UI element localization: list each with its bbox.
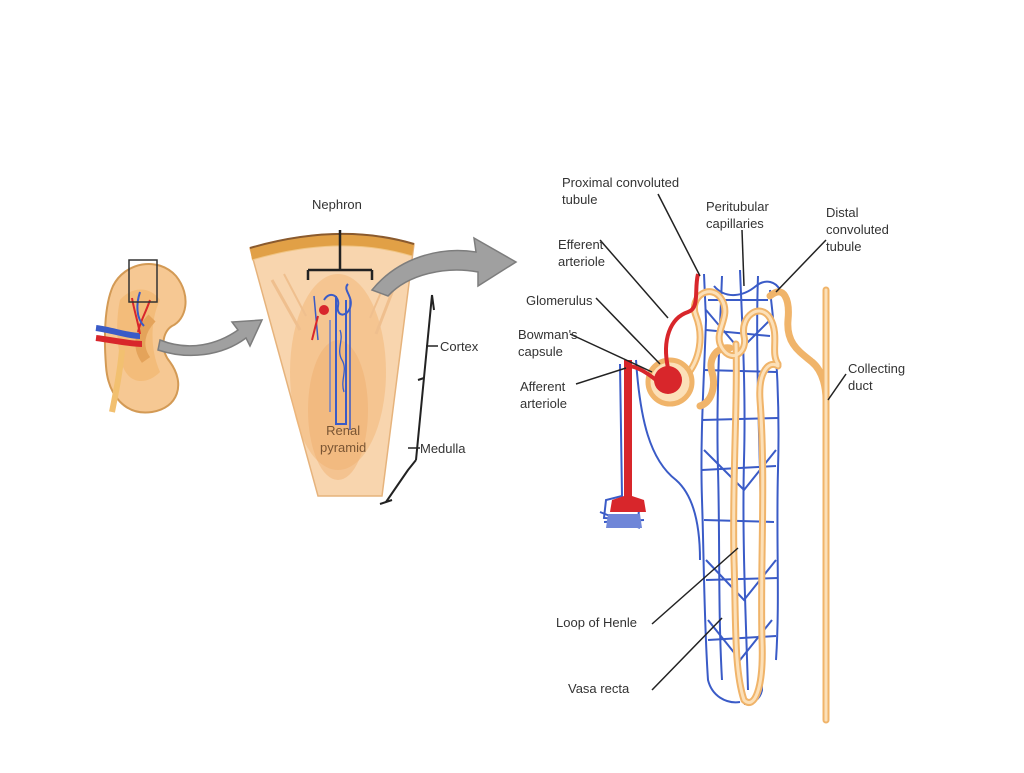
nephron-detail — [569, 193, 847, 724]
label-loop-of-henle: Loop of Henle — [556, 615, 637, 630]
label-bowmans-capsule: Bowman's capsule — [518, 327, 578, 359]
nephron-bracket — [306, 230, 374, 280]
label-vasa-recta: Vasa recta — [568, 681, 630, 696]
label-collecting-duct: Collecting duct — [848, 361, 906, 393]
renal-vein — [606, 514, 642, 528]
zoom-box — [128, 259, 158, 303]
label-medulla: Medulla — [420, 441, 466, 456]
label-glomerulus: Glomerulus — [526, 293, 593, 308]
curved-arrow-icon — [157, 319, 264, 357]
label-afferent-arteriole: Afferent arteriole — [520, 379, 567, 411]
label-nephron: Nephron — [312, 197, 362, 212]
cortex-medulla-bracket — [385, 294, 435, 503]
glomerulus — [654, 366, 682, 394]
label-renal-pyramid: Renal pyramid — [320, 423, 367, 455]
kidney-icon — [95, 259, 187, 414]
leader-lines — [569, 193, 847, 691]
label-distal-convoluted-tubule: Distal convoluted tubule — [826, 205, 889, 254]
label-cortex: Cortex — [440, 339, 479, 354]
label-peritubular-capillaries: Peritubular capillaries — [706, 199, 769, 231]
label-efferent-arteriole: Efferent arteriole — [558, 237, 605, 269]
label-proximal-convoluted-tubule: Proximal convoluted tubule — [562, 175, 680, 207]
curved-arrow-icon — [370, 236, 518, 297]
efferent-arteriole — [664, 273, 700, 369]
cortex-wedge — [249, 230, 438, 505]
renal-artery — [610, 360, 646, 512]
mini-nephron — [311, 283, 352, 430]
